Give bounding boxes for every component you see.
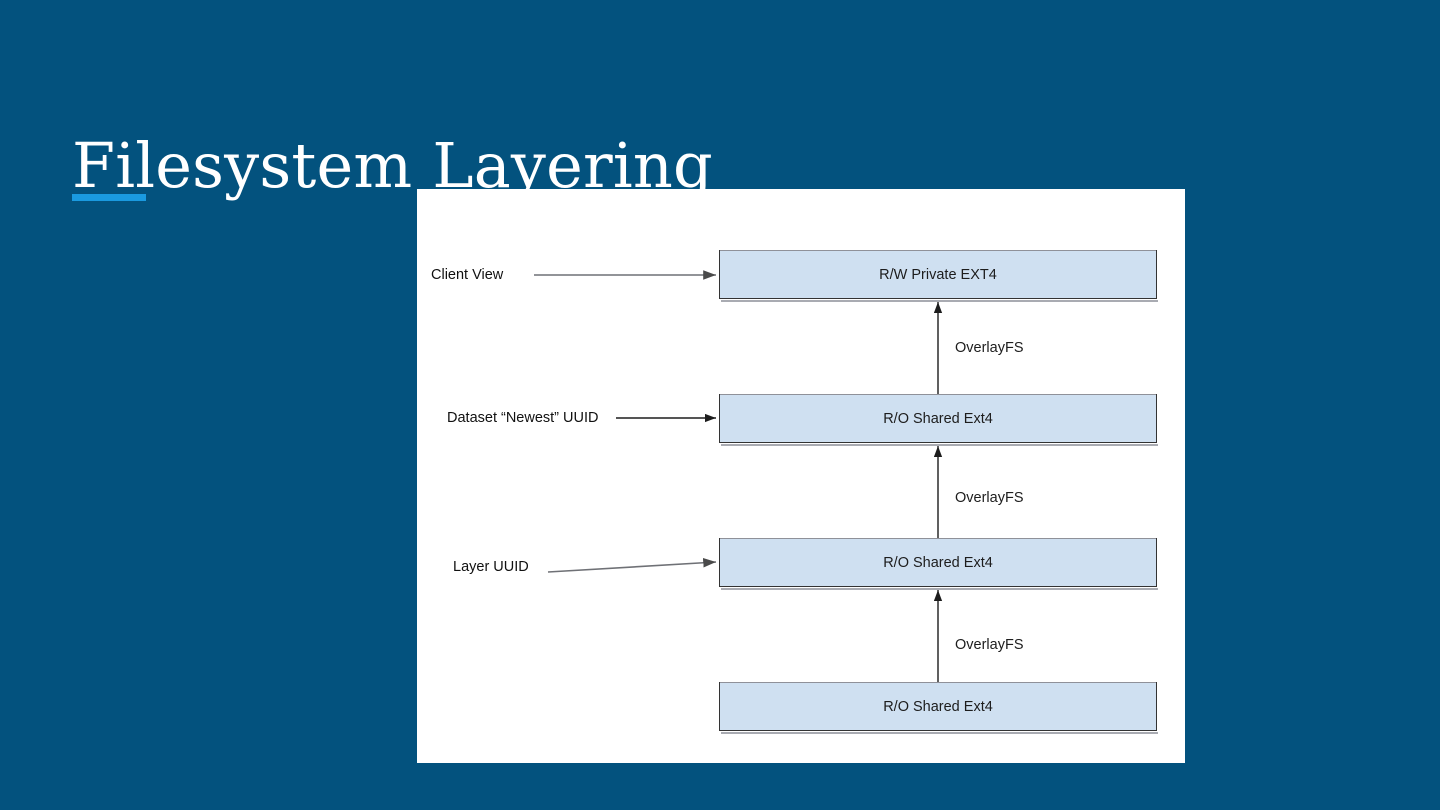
label-dataset-newest-uuid: Dataset “Newest” UUID xyxy=(447,410,599,426)
fs-layer-box-label: R/W Private EXT4 xyxy=(879,266,997,283)
fs-layer-box-label: R/O Shared Ext4 xyxy=(883,410,993,427)
fs-layer-box-ro-shared-base[interactable]: R/O Shared Ext4 xyxy=(719,681,1158,734)
filesystem-layering-diagram: R/W Private EXT4 R/O Shared Ext4 R/O Sha… xyxy=(417,189,1185,763)
label-client-view: Client View xyxy=(431,267,504,283)
connector-layer-uuid xyxy=(547,557,717,573)
fs-layer-box-rw-private[interactable]: R/W Private EXT4 xyxy=(719,249,1158,302)
fs-layer-box-label: R/O Shared Ext4 xyxy=(883,554,993,571)
label-layer-uuid: Layer UUID xyxy=(453,559,529,575)
fs-layer-box-ro-shared-newest[interactable]: R/O Shared Ext4 xyxy=(719,393,1158,446)
label-overlayfs-1: OverlayFS xyxy=(955,340,1024,356)
label-overlayfs-3: OverlayFS xyxy=(955,637,1024,653)
fs-layer-box-label: R/O Shared Ext4 xyxy=(883,698,993,715)
label-overlayfs-2: OverlayFS xyxy=(955,490,1024,506)
title-accent-bar xyxy=(72,194,146,201)
diagram-connectors xyxy=(534,270,943,682)
fs-layer-box-ro-shared-layer[interactable]: R/O Shared Ext4 xyxy=(719,537,1158,590)
